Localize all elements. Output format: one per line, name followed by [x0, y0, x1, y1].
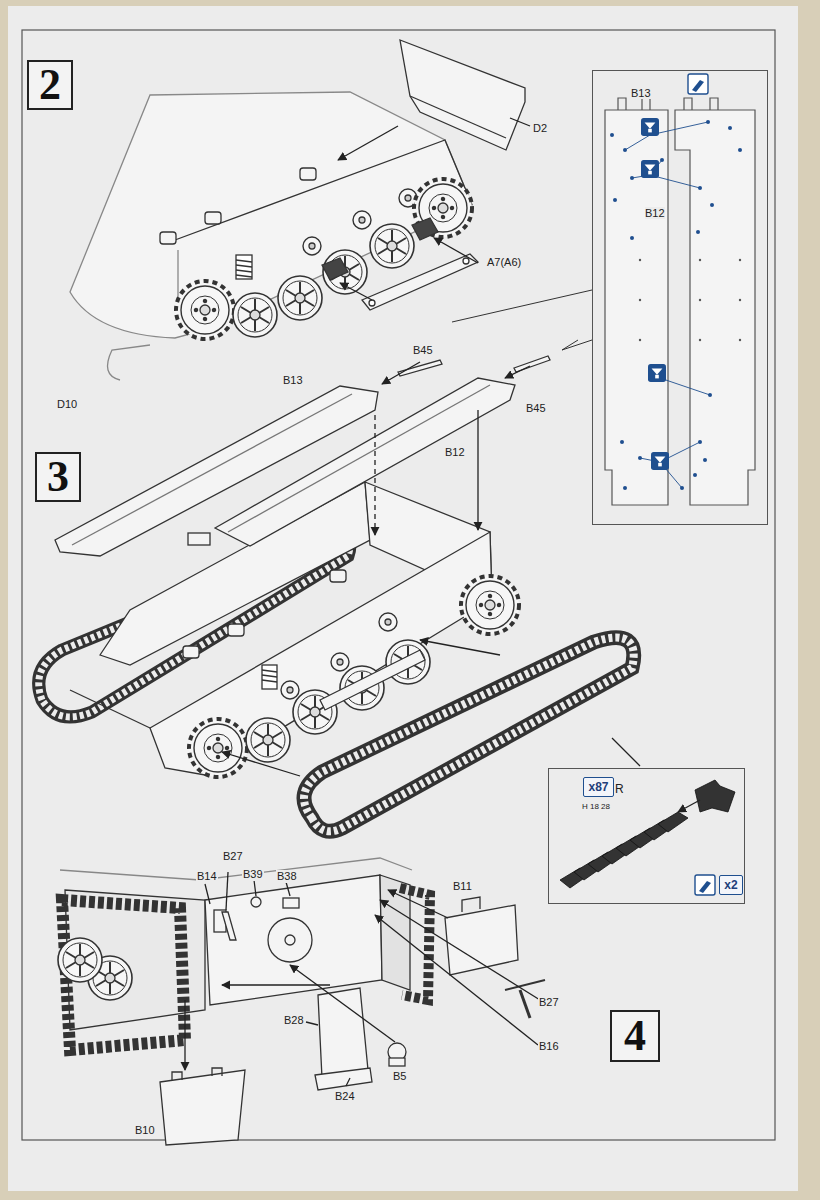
step-number: 4	[610, 1010, 660, 1062]
part-number: B39	[242, 868, 264, 881]
part-label: B13	[631, 87, 651, 99]
quantity-badge: x2	[719, 875, 743, 895]
part-number: B45	[412, 344, 434, 357]
quantity-badge: x87	[583, 777, 614, 797]
parts-inset: x87 x2 R H 18 28	[548, 768, 745, 904]
part-number: B14	[196, 870, 218, 883]
step-number: 2	[27, 60, 73, 110]
part-label: H 18 28	[582, 802, 610, 811]
part-number: B27	[538, 996, 560, 1009]
part-number: A7(A6)	[486, 256, 522, 269]
part-number: B11	[452, 880, 473, 893]
step-text: 3	[47, 455, 69, 499]
part-number: B27	[222, 850, 244, 863]
step-number: 3	[35, 452, 81, 502]
part-number: B24	[334, 1090, 356, 1103]
part-label: B12	[645, 207, 665, 219]
part-number: B45	[525, 402, 547, 415]
part-number: B38	[276, 870, 298, 883]
part-number: B16	[538, 1040, 560, 1053]
part-number: D10	[56, 398, 78, 411]
part-number: B12	[444, 446, 466, 459]
part-number: B10	[134, 1124, 156, 1137]
step-text: 4	[624, 1014, 646, 1058]
part-number: B13	[282, 374, 304, 387]
part-number: D2	[532, 122, 548, 135]
step-text: x87	[588, 780, 608, 794]
part-number: B28	[283, 1014, 305, 1027]
step-text: x2	[724, 878, 737, 892]
parts-inset: B13B12	[592, 70, 768, 525]
step-text: 2	[39, 63, 61, 107]
part-label: R	[615, 782, 624, 796]
part-number: B5	[392, 1070, 407, 1083]
